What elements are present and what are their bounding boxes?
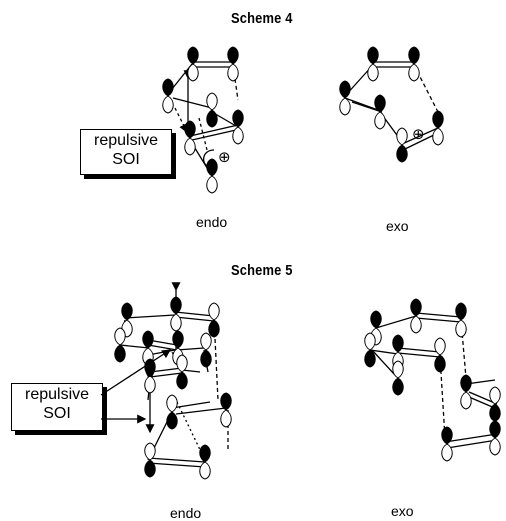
scheme5-repulsive-soi-label: repulsive SOI [11,383,103,431]
scheme5-exo-diagram [369,312,498,449]
scheme5-label-line2: SOI [43,405,71,422]
scheme5-endo-caption: endo [170,505,202,521]
scheme4-title: Scheme 4 [231,10,293,27]
scheme4-label-line2: SOI [112,151,140,168]
scheme4-repulsive-soi-label: repulsive SOI [80,129,172,175]
scheme5-label-line1: repulsive [24,386,90,403]
scheme5-endo-diagram [100,282,229,468]
scheme4-endo-caption: endo [196,214,228,230]
scheme4-label-line1: repulsive [93,132,159,149]
scheme4-exo-cation: ⊕ [412,125,425,143]
scheme4-exo-caption: exo [386,218,409,234]
scheme5-exo-caption: exo [391,503,414,519]
scheme4-endo-cation: ⊕ [218,148,231,166]
scheme5-title: Scheme 5 [231,262,293,279]
